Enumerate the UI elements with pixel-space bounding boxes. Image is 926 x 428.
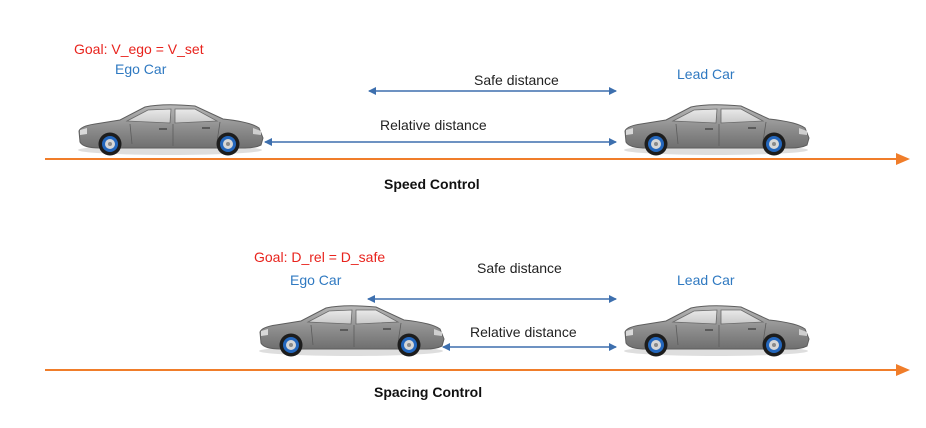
road-arrowhead-speed (896, 153, 910, 165)
lead-car-speed (623, 104, 810, 156)
goal-spacing-label: Goal: D_rel = D_safe (254, 249, 386, 265)
ego-car-speed (77, 104, 264, 156)
safe-distance-label-speed: Safe distance (474, 72, 559, 88)
relative-distance-label-spacing: Relative distance (470, 324, 577, 340)
lead-car-spacing (623, 305, 810, 357)
ego-car-spacing (258, 305, 445, 357)
ego-car-label-spacing: Ego Car (290, 272, 342, 288)
safe-distance-label-spacing: Safe distance (477, 260, 562, 276)
relative-distance-label-speed: Relative distance (380, 117, 487, 133)
ego-car-label-speed: Ego Car (115, 61, 167, 77)
spacing-control-panel (45, 295, 910, 376)
lead-car-label-speed: Lead Car (677, 66, 735, 82)
spacing-control-caption: Spacing Control (374, 384, 483, 400)
speed-control-panel (45, 87, 910, 165)
speed-control-caption: Speed Control (384, 176, 480, 192)
lead-car-label-spacing: Lead Car (677, 272, 735, 288)
road-arrowhead-spacing (896, 364, 910, 376)
goal-speed-label: Goal: V_ego = V_set (74, 41, 204, 57)
